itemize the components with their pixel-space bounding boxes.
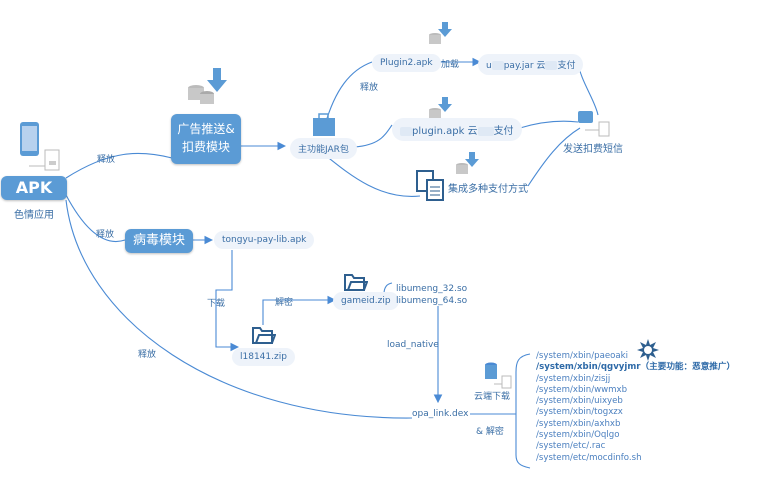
edge-label-release: 释放 (138, 350, 157, 360)
phone-icon (19, 121, 64, 177)
edge-zip-gameid (262, 295, 337, 325)
upay-suffix: 支付 (557, 61, 576, 71)
edge-jar-plugin (354, 124, 393, 148)
edge-jar-multipay (324, 154, 421, 197)
edge-apk-virus (65, 194, 126, 243)
edge-apk-ad (65, 152, 173, 179)
ad-module-line2: 扣费模块 (181, 140, 230, 154)
edge-tongyu-zip (215, 250, 240, 352)
brace-paths (515, 353, 531, 469)
database-download-icon (187, 68, 231, 112)
path-item: /system/xbin/wwmxb (536, 384, 628, 395)
folder-icon (344, 272, 369, 296)
lib-item: libumeng_32.so (396, 284, 468, 294)
plugin-apk-suffix: 支付 (493, 126, 514, 137)
folder-icon (252, 325, 277, 349)
path-item: /system/etc/mocdinfo.sh (536, 452, 642, 463)
path-item: /system/xbin/Oqlgo (536, 430, 620, 441)
edge-label-release: 释放 (96, 230, 115, 240)
ad-billing-module[interactable]: 广告推送& 扣费模块 (171, 114, 241, 164)
tongyu-node[interactable]: tongyu-pay-lib.apk (214, 231, 315, 249)
gameid-zip-node[interactable]: gameid.zip (333, 292, 399, 310)
upay-prefix: u (486, 61, 492, 71)
lib-item: libumeng_64.so (396, 296, 468, 306)
ad-module-line1: 广告推送& (177, 122, 235, 136)
edge-apk-opa (65, 199, 413, 419)
path-item: /system/xbin/uixyeb (536, 396, 623, 407)
path-item-main: /system/xbin/qgvyjmr（主要功能：恶意推广） (536, 362, 736, 373)
edge-label-decrypt: 解密 (275, 298, 294, 308)
virus-module[interactable]: 病毒模块 (125, 229, 193, 253)
upay-jar-node[interactable]: u pay.jar 云 支付 (478, 54, 584, 75)
edge-plugin-sms (519, 120, 579, 129)
database-download-icon (428, 97, 454, 125)
briefcase-icon (312, 113, 336, 141)
edge-label-load: 加载 (441, 60, 460, 70)
path-item: /system/xbin/axhxb (536, 418, 621, 429)
database-icon (484, 362, 512, 394)
edge-label-cloud-download: 云端下载 (474, 392, 511, 402)
lib-list: libumeng_32.so libumeng_64.so (396, 283, 467, 307)
plugin-apk-middle: plugin.apk 云 (412, 126, 478, 137)
edge-label-release: 释放 (360, 83, 379, 93)
zip-node[interactable]: l18141.zip (232, 348, 295, 366)
database-download-icon (455, 152, 481, 180)
edge-label-download: 下载 (207, 299, 226, 309)
edge-label-and-decrypt: & 解密 (476, 427, 504, 437)
opa-link-dex-node[interactable]: opa_link.dex (412, 409, 469, 419)
upay-middle: pay.jar 云 (503, 61, 546, 71)
edge-multipay-sms (527, 127, 581, 187)
redacted-text (400, 126, 412, 136)
star-burst-icon (637, 339, 659, 365)
path-item: /system/etc/.rac (536, 441, 606, 452)
plugin2-node[interactable]: Plugin2.apk (372, 54, 441, 72)
redacted-text (545, 61, 558, 70)
send-sms-node[interactable]: 发送扣费短信 (563, 144, 623, 155)
apk-subtitle: 色情应用 (14, 210, 54, 221)
redacted-text (491, 61, 504, 70)
edge-label-release: 释放 (97, 155, 116, 165)
sms-icon (577, 110, 611, 142)
path-item: /system/xbin/zisjj (536, 373, 611, 384)
edge-label-load-native: load_native (387, 340, 439, 350)
documents-icon (416, 170, 446, 206)
path-item: /system/xbin/togxzx (536, 407, 623, 418)
dropped-file-list: /system/xbin/paeoaki /system/xbin/qgvyjm… (536, 351, 735, 464)
main-jar-node[interactable]: 主功能JAR包 (290, 138, 357, 159)
path-item: /system/xbin/paeoaki (536, 351, 629, 361)
apk-node[interactable]: APK (1, 176, 67, 200)
plugin-apk-node[interactable]: plugin.apk 云 支付 (392, 118, 522, 141)
redacted-text (477, 126, 494, 136)
multi-pay-node[interactable]: 集成多种支付方式 (448, 184, 528, 195)
database-download-icon (428, 22, 454, 50)
